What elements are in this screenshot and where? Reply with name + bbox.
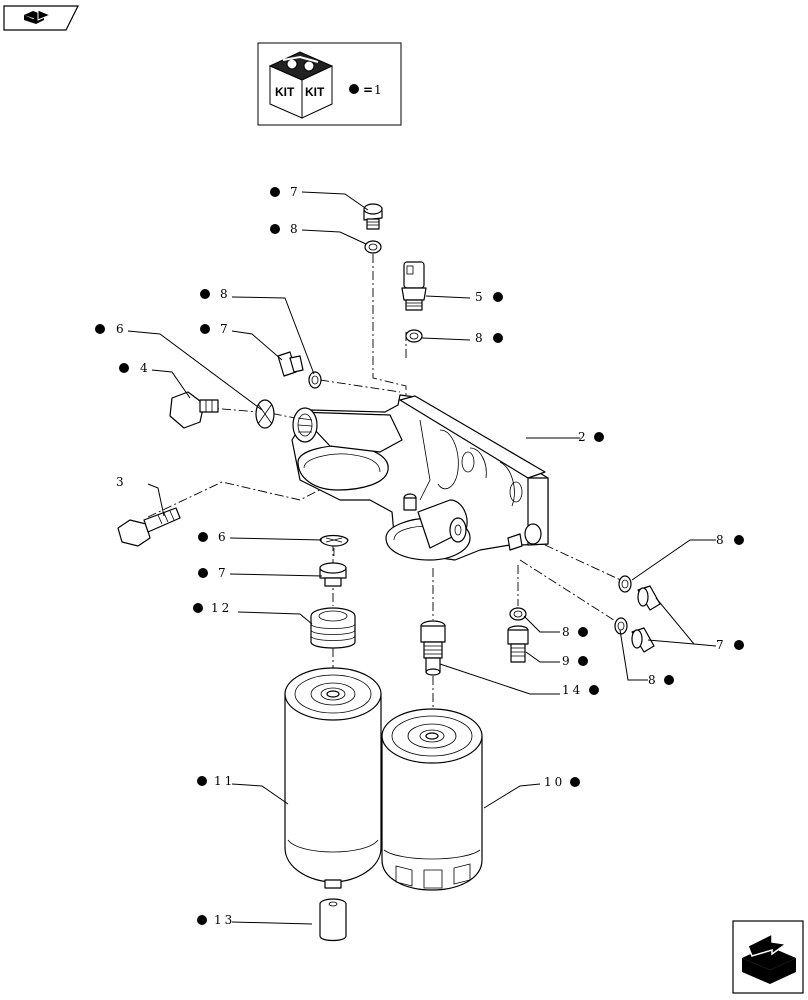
leader-lines: [127, 191, 717, 925]
label-8-mid-left: 8: [220, 287, 231, 301]
filter-head-housing: [291, 394, 549, 561]
label-8-right-1: 8: [716, 533, 727, 547]
label-9: 9: [562, 654, 573, 668]
label-8-right-3: 8: [648, 673, 659, 687]
kit-dot: [349, 84, 359, 94]
kit-legend: KIT KIT = 1: [257, 42, 402, 126]
drain-plug-part-13: [319, 898, 347, 942]
label-5: 5: [475, 290, 486, 304]
label-7-right: 7: [716, 638, 727, 652]
label-7-low: 7: [218, 566, 229, 580]
label-10: 10: [544, 775, 565, 789]
next-page-button[interactable]: [732, 920, 804, 994]
filter-part-11: [284, 667, 382, 889]
kit-box-icon: KIT KIT: [268, 51, 334, 119]
part-labels: 7 8 5 8 8 6 7 4 2 3 6 7 12 8 7 8 9 8 14 …: [116, 185, 727, 927]
plugs-part-7: [277, 203, 661, 653]
washers-part-8: [308, 240, 632, 635]
nipple-part-14: [420, 620, 446, 676]
filter-part-10: [381, 708, 483, 891]
label-6-left: 6: [116, 322, 127, 336]
previous-page-button[interactable]: [3, 5, 79, 31]
label-11: 11: [214, 774, 235, 788]
label-7-left: 7: [220, 322, 231, 336]
label-12: 12: [211, 601, 232, 615]
kit-equals: =: [363, 83, 373, 97]
label-8-right-2: 8: [562, 625, 573, 639]
arrow-right-icon: [742, 932, 796, 984]
valve-part-6: [255, 399, 349, 556]
kit-text-left: KIT: [275, 85, 295, 99]
fitting-part-9: [507, 625, 529, 663]
label-4: 4: [140, 361, 151, 375]
label-13: 13: [214, 913, 235, 927]
kit-text-right: KIT: [305, 85, 325, 99]
label-8-top: 8: [290, 222, 301, 236]
label-6-low: 6: [218, 530, 229, 544]
kit-quantity: 1: [374, 83, 382, 97]
label-8-right-top: 8: [475, 331, 486, 345]
label-2: 2: [578, 430, 589, 444]
bolt-part-4: [169, 391, 219, 429]
label-14: 14: [562, 683, 583, 697]
adapter-part-12: [310, 607, 356, 649]
label-3: 3: [116, 475, 127, 489]
bolt-part-3: [117, 507, 181, 547]
arrow-left-icon: [24, 9, 52, 24]
label-dots: [95, 187, 744, 925]
sensor-part-5: [401, 261, 427, 311]
label-7-top: 7: [290, 185, 301, 199]
